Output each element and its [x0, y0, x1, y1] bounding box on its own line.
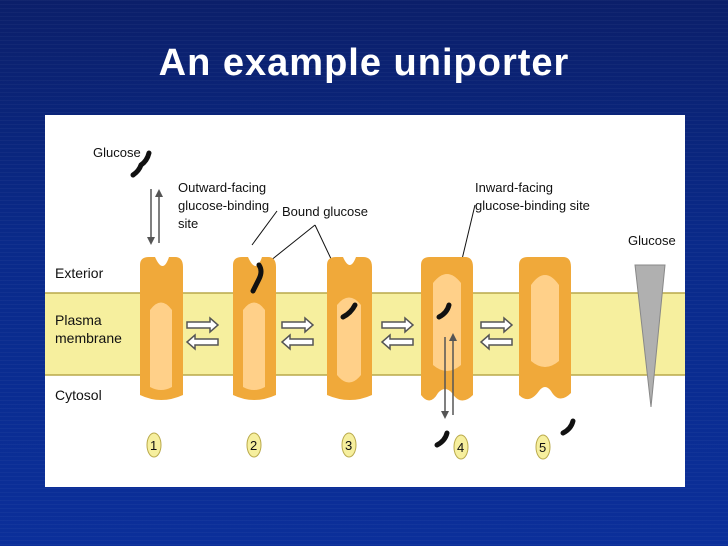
inward-label-2: glucose-binding site	[475, 198, 590, 213]
glucose-molecule-state-2	[250, 262, 264, 294]
step-number-2: 2	[250, 438, 257, 453]
step-number-3: 3	[345, 438, 352, 453]
step-marker-2	[246, 432, 262, 458]
arrowhead-up-state-4	[449, 333, 457, 341]
pointer-line-outward	[251, 210, 278, 246]
cytosol-label: Cytosol	[55, 387, 102, 403]
outward-label-1: Outward-facing	[178, 180, 266, 195]
step-marker-4	[453, 434, 469, 460]
glucose-molecule-cytosol-5	[560, 418, 576, 436]
glucose-right-label: Glucose	[628, 233, 676, 248]
glucose-molecule-state-4	[436, 302, 452, 320]
step-marker-1	[146, 432, 162, 458]
outward-label-3: site	[178, 216, 198, 231]
equilibrium-arrows-2-3	[280, 316, 315, 351]
glucose-gradient-wedge	[634, 264, 666, 408]
arrowhead-down-state-4	[441, 411, 449, 419]
uniporter-diagram: Exterior Plasma membrane Cytosol Glucose…	[45, 115, 685, 487]
outward-label-2: glucose-binding	[178, 198, 269, 213]
plasma-label: Plasma	[55, 312, 102, 328]
equilibrium-arrows-1-2	[185, 316, 220, 351]
step-marker-3	[341, 432, 357, 458]
exterior-label: Exterior	[55, 265, 104, 281]
transporter-state-2	[233, 257, 276, 400]
glucose-molecule-exterior	[130, 150, 152, 178]
equilibrium-arrows-3-4	[380, 316, 415, 351]
transporter-state-4	[421, 257, 473, 401]
bound-glucose-label: Bound glucose	[282, 204, 368, 219]
equilibrium-arrows-4-5	[479, 316, 514, 351]
membrane-label: membrane	[55, 330, 122, 346]
step-number-4: 4	[457, 440, 464, 455]
slide-title: An example uniporter	[158, 42, 570, 84]
pointer-line-bound-1	[264, 224, 316, 266]
glucose-molecule-state-3	[340, 302, 358, 320]
transporter-state-1	[140, 257, 183, 400]
diagram-canvas: Exterior Plasma membrane Cytosol Glucose…	[45, 145, 685, 460]
step-number-5: 5	[539, 440, 546, 455]
step-marker-5	[535, 434, 551, 460]
step-markers	[146, 432, 551, 460]
glucose-molecule-cytosol-4	[434, 430, 450, 448]
glucose-left-label: Glucose	[93, 145, 141, 160]
transporter-state-5	[519, 257, 571, 400]
inward-label-1: Inward-facing	[475, 180, 553, 195]
step-number-1: 1	[150, 438, 157, 453]
transporter-state-3	[327, 257, 372, 400]
arrowhead-up-left	[155, 189, 163, 197]
arrowhead-down-left	[147, 237, 155, 245]
